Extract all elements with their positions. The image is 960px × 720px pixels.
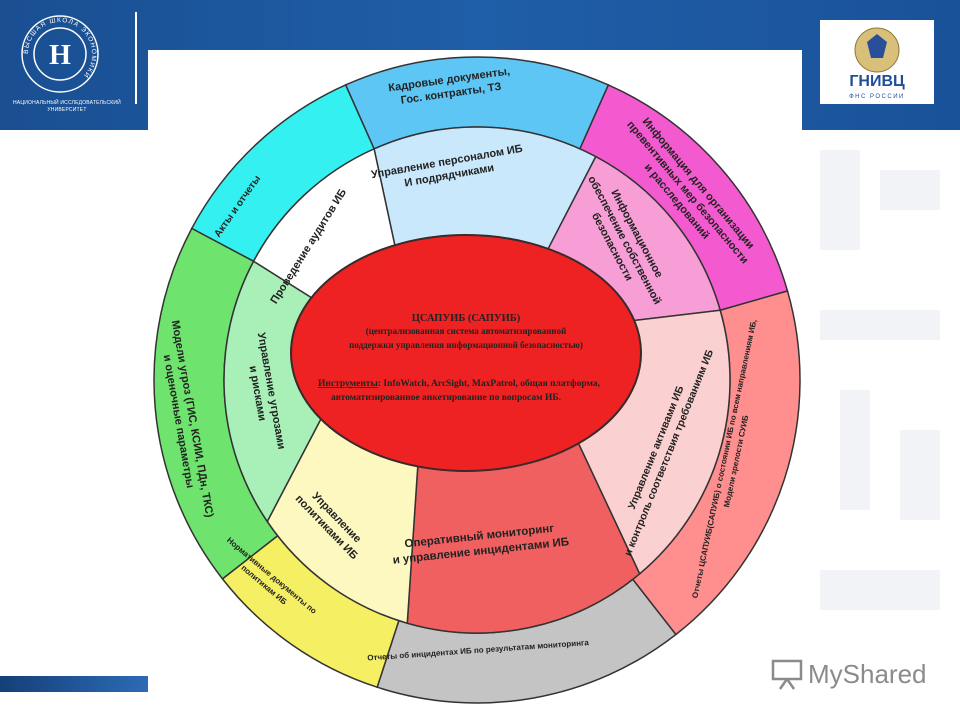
core-tools-line1: Инструменты: InfoWatch, ArcSight, MaxPat… [318, 378, 601, 389]
hse-logo: ВЫСШАЯ ШКОЛА ЭКОНОМИКИ Н [21, 15, 99, 93]
emblem-icon [867, 34, 887, 58]
core-tools-label: Инструменты [318, 379, 378, 389]
core-tools-line2: автоматизированное анкетирование по вопр… [331, 393, 561, 403]
core-subtitle-line2: поддержки управления информационной безо… [349, 340, 583, 350]
core-title: ЦСАПУИБ (САПУИБ) [412, 313, 521, 324]
myshared-text: MyShared [808, 659, 927, 689]
university-caption: НАЦИОНАЛЬНЫЙ ИССЛЕДОВАТЕЛЬСКИЙ УНИВЕРСИТ… [13, 100, 121, 113]
watermark-pattern [820, 150, 940, 610]
gnivc-logo: ГНИВЦ ФНС РОССИИ [820, 20, 934, 104]
core-subtitle-line1: (централизованная система автоматизирова… [366, 326, 567, 336]
header-divider [135, 12, 137, 104]
bottom-bar [0, 676, 148, 692]
gnivc-logo-text: ГНИВЦ [849, 73, 905, 90]
gnivc-logo-subtext: ФНС РОССИИ [849, 94, 905, 100]
svg-text:Н: Н [49, 40, 71, 71]
myshared-watermark: MyShared [770, 655, 930, 695]
presentation-icon [771, 659, 803, 690]
core-ellipse [290, 234, 642, 472]
